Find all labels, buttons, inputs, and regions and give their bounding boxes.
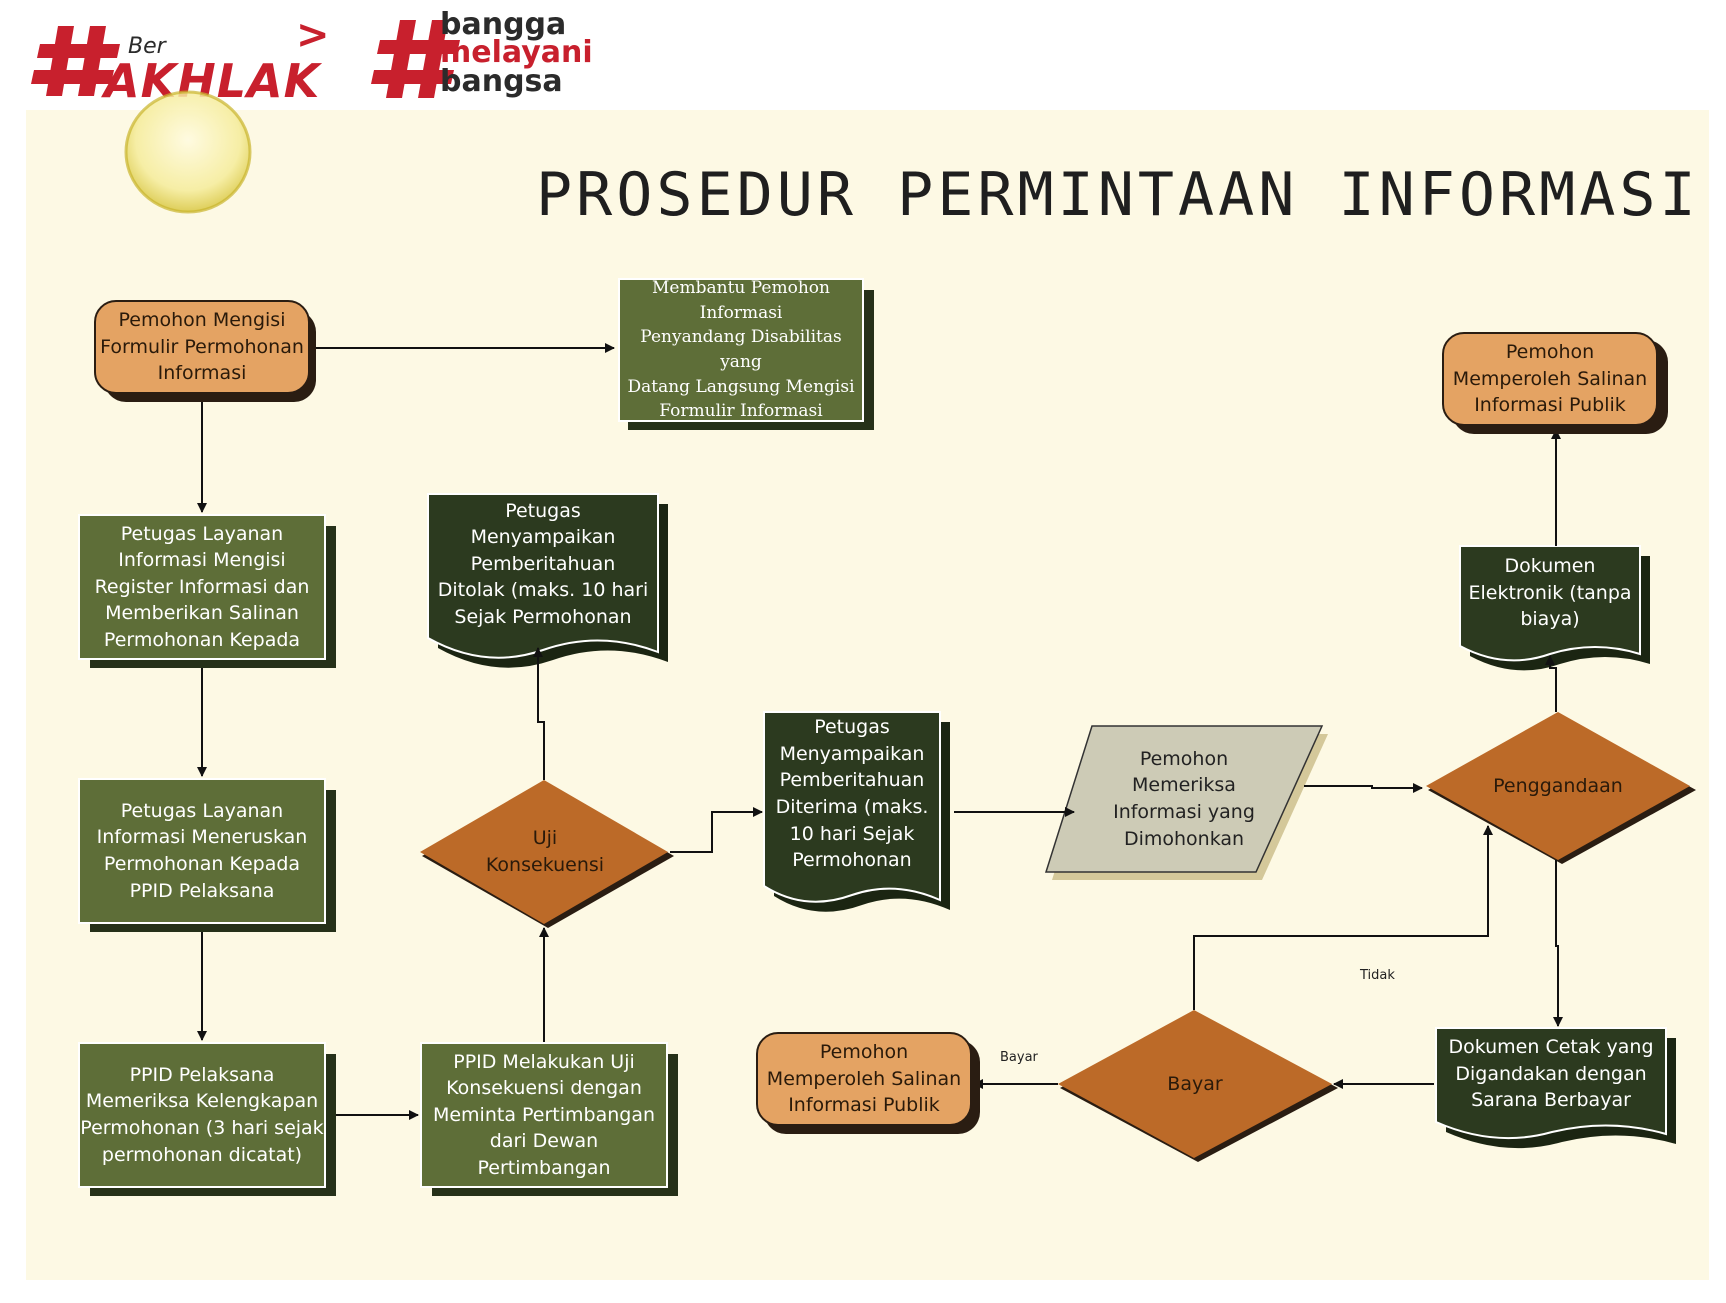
node-bayar-text: Bayar <box>1167 1072 1223 1095</box>
node-membantu-disabilitas-text: Membantu Pemohon Informasi Penyandang Di… <box>627 278 855 422</box>
node-dokumen-cetak-text: Dokumen Cetak yang Digandakan dengan Sar… <box>1448 1036 1654 1112</box>
diamond-uji <box>420 780 674 928</box>
arrow-uji-to-diterima <box>670 807 763 853</box>
parallelogram-shape <box>1044 725 1328 880</box>
node-salinan-bottom-text: Pemohon Memperoleh Salinan Informasi Pub… <box>766 1041 962 1117</box>
node-penggandaan: Penggandaan <box>1470 766 1646 806</box>
logo-chevron-icon: > <box>296 12 330 58</box>
node-register: Petugas Layanan Informasi Mengisi Regist… <box>78 514 326 660</box>
page-title: PROSEDUR PERMINTAAN INFORMASI <box>536 160 1700 230</box>
doc-shape-elektronik <box>1459 545 1650 671</box>
node-dokumen-cetak: Dokumen Cetak yang Digandakan dengan Sar… <box>1438 1028 1664 1120</box>
node-bayar: Bayar <box>1110 1064 1280 1104</box>
node-penggandaan-text: Penggandaan <box>1493 774 1623 797</box>
node-register-text: Petugas Layanan Informasi Mengisi Regist… <box>94 522 310 651</box>
logo-ber-text: Ber <box>128 34 166 59</box>
node-memeriksa-kelengkapan: PPID Pelaksana Memeriksa Kelengkapan Per… <box>78 1042 326 1188</box>
diamond-bayar <box>1058 1010 1338 1162</box>
diamond-penggandaan <box>1426 712 1696 864</box>
node-uji-pertimbangan-text: PPID Melakukan Uji Konsekuensi dengan Me… <box>432 1050 656 1179</box>
node-mengisi-formulir-text: Pemohon Mengisi Formulir Permohonan Info… <box>100 309 304 385</box>
node-salinan-bottom: Pemohon Memperoleh Salinan Informasi Pub… <box>756 1032 972 1126</box>
logo-line-1: bangga <box>440 7 567 42</box>
arrow-bayar-tidak-to-penggandaan <box>1193 825 1493 1010</box>
node-ditolak: Petugas Menyampaikan Pemberitahuan Ditol… <box>430 494 656 634</box>
node-uji-konsekuensi-text: Uji Konsekuensi <box>485 827 605 876</box>
arrow-penggandaan-to-elektronik <box>1545 655 1557 712</box>
node-memeriksa-kelengkapan-text: PPID Pelaksana Memeriksa Kelengkapan Per… <box>80 1063 324 1166</box>
node-memeriksa-informasi-text: Pemohon Memeriksa Informasi yang Dimohon… <box>1113 747 1255 850</box>
doc-shape-cetak <box>1435 1027 1676 1149</box>
node-ditolak-text: Petugas Menyampaikan Pemberitahuan Ditol… <box>437 499 649 628</box>
node-uji-konsekuensi: Uji Konsekuensi <box>460 812 630 892</box>
edge-label-tidak: Tidak <box>1360 968 1395 983</box>
node-diterima: Petugas Menyampaikan Pemberitahuan Diter… <box>766 712 938 876</box>
arrow-memeriksa-to-penggandaan <box>1304 783 1423 793</box>
edge-label-bayar: Bayar <box>1000 1050 1038 1065</box>
arrow-uji-to-ditolak <box>533 647 545 780</box>
node-dokumen-elektronik: Dokumen Elektronik (tanpa biaya) <box>1462 546 1638 640</box>
arrow-penggandaan-to-cetak <box>1553 860 1563 1027</box>
doc-shape-ditolak <box>427 493 668 668</box>
node-uji-pertimbangan: PPID Melakukan Uji Konsekuensi dengan Me… <box>420 1042 668 1188</box>
logo-line-2: melayani <box>440 35 593 70</box>
node-meneruskan-text: Petugas Layanan Informasi Meneruskan Per… <box>96 799 308 902</box>
doc-shape-diterima <box>763 711 950 912</box>
node-dokumen-elektronik-text: Dokumen Elektronik (tanpa biaya) <box>1468 555 1632 631</box>
node-membantu-disabilitas: Membantu Pemohon Informasi Penyandang Di… <box>618 278 864 422</box>
node-salinan-top: Pemohon Memperoleh Salinan Informasi Pub… <box>1442 332 1658 426</box>
node-diterima-text: Petugas Menyampaikan Pemberitahuan Diter… <box>775 716 929 872</box>
node-mengisi-formulir: Pemohon Mengisi Formulir Permohonan Info… <box>94 300 310 394</box>
node-salinan-top-text: Pemohon Memperoleh Salinan Informasi Pub… <box>1452 341 1648 417</box>
node-meneruskan: Petugas Layanan Informasi Meneruskan Per… <box>78 778 326 924</box>
node-memeriksa-informasi: Pemohon Memeriksa Informasi yang Dimohon… <box>1076 732 1292 866</box>
logo-line-3: bangsa <box>440 64 563 99</box>
